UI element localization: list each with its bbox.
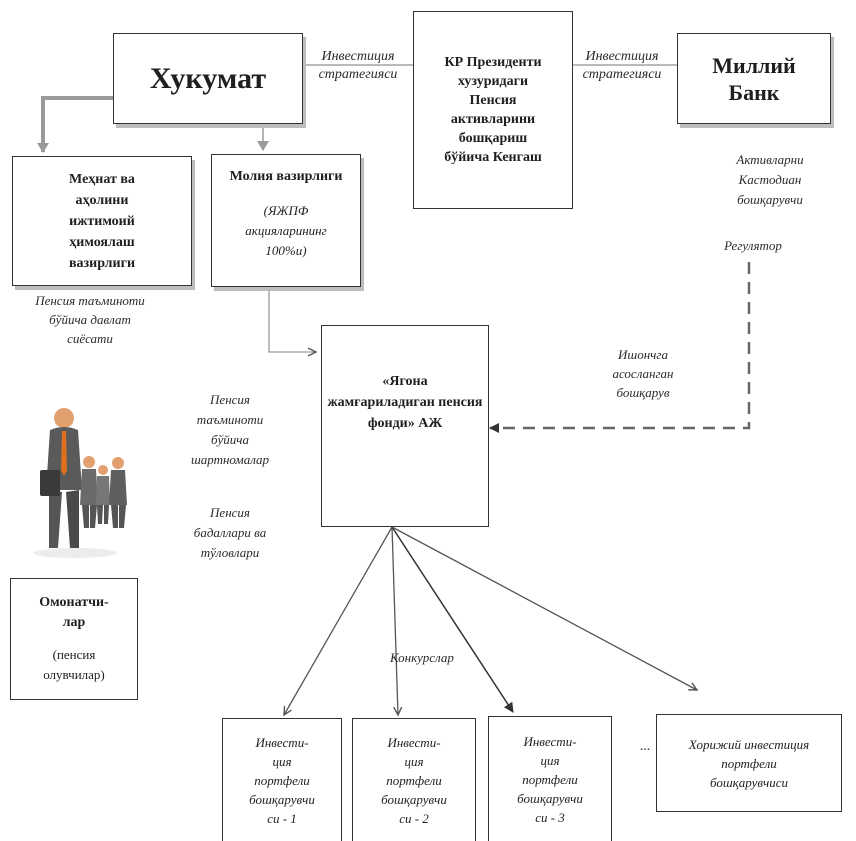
portfolio-manager-2-label: Инвести- ция портфели бошқарувчи си - 2 (381, 734, 447, 826)
labor-ministry-box: Меҳнат ва аҳолини ижтимоий ҳимоялаш вази… (12, 156, 192, 286)
label-bank-roles: Активларни Кастодиан бошқарувчи (736, 152, 804, 207)
label-tenders: Конкурслар (390, 650, 454, 665)
foreign-portfolio-manager-label: Хорижий инвестиция портфели бошқарувчиси (688, 736, 810, 790)
label-pension-contracts: Пенсия таъминоти бўйича шартномалар (190, 392, 270, 467)
government-box: Хукумат (113, 33, 303, 124)
arrow-bank-to-fund-dashed (489, 262, 751, 433)
portfolio-manager-3-box: Инвести- ция портфели бошқарувчи си - 3 (488, 716, 612, 841)
pension-fund-label: «Ягона жамғариладиган пенсия фонди» АЖ (327, 374, 483, 431)
pension-fund-box: «Ягона жамғариладиган пенсия фонди» АЖ (321, 325, 489, 527)
finance-ministry-box: Молия вазирлиги (ЯЖПФ акцияларининг 100%… (211, 154, 361, 287)
label-ellipsis: ... (639, 739, 651, 754)
label-pension-contributions: Пенсия бадаллари ва тўловлари (193, 505, 267, 560)
labor-ministry-label: Меҳнат ва аҳолини ижтимоий ҳимоялаш вази… (68, 171, 136, 271)
government-label: Хукумат (149, 61, 267, 95)
arrow-finance-to-fund (268, 287, 316, 352)
label-investment-strategy-2: Инвестиция стратегияси (582, 49, 662, 82)
arrow-fund-to-portfolio-2 (391, 526, 398, 715)
national-bank-box: Миллий Банк (677, 33, 831, 124)
arrow-fund-to-portfolio-1 (284, 526, 393, 715)
label-trust-management: Ишончга асосланган бошқарув (612, 347, 674, 400)
national-bank-label: Миллий Банк (712, 52, 796, 105)
label-investment-strategy-1: Инвестиция стратегияси (318, 49, 398, 82)
finance-ministry-label: Молия вазирлиги (229, 169, 343, 184)
council-label: КР Президенти хузуридаги Пенсия активлар… (444, 55, 542, 165)
savers-box: Омонатчи- лар (пенсия олувчилар) (10, 578, 138, 700)
savers-people-icon (33, 408, 127, 558)
label-pension-policy: Пенсия таъминоти бўйича давлат сиёсати (35, 293, 145, 346)
label-regulator: Регулятор (724, 238, 782, 253)
finance-ministry-note: (ЯЖПФ акцияларининг 100%и) (245, 203, 327, 258)
portfolio-manager-2-box: Инвести- ция портфели бошқарувчи си - 2 (352, 718, 476, 841)
portfolio-manager-1-box: Инвести- ция портфели бошқарувчи си - 1 (222, 718, 342, 841)
arrow-fund-to-foreign (391, 526, 697, 690)
savers-label: Омонатчи- лар (39, 595, 109, 630)
portfolio-manager-1-label: Инвести- ция портфели бошқарувчи си - 1 (249, 734, 315, 826)
council-box: КР Президенти хузуридаги Пенсия активлар… (413, 11, 573, 209)
foreign-portfolio-manager-box: Хорижий инвестиция портфели бошқарувчиси (656, 714, 842, 812)
portfolio-manager-3-label: Инвести- ция портфели бошқарувчи си - 3 (517, 733, 583, 825)
savers-note: (пенсия олувчилар) (43, 647, 105, 682)
arrow-government-to-labor (37, 96, 113, 153)
arrow-fund-to-portfolio-3 (391, 526, 514, 713)
